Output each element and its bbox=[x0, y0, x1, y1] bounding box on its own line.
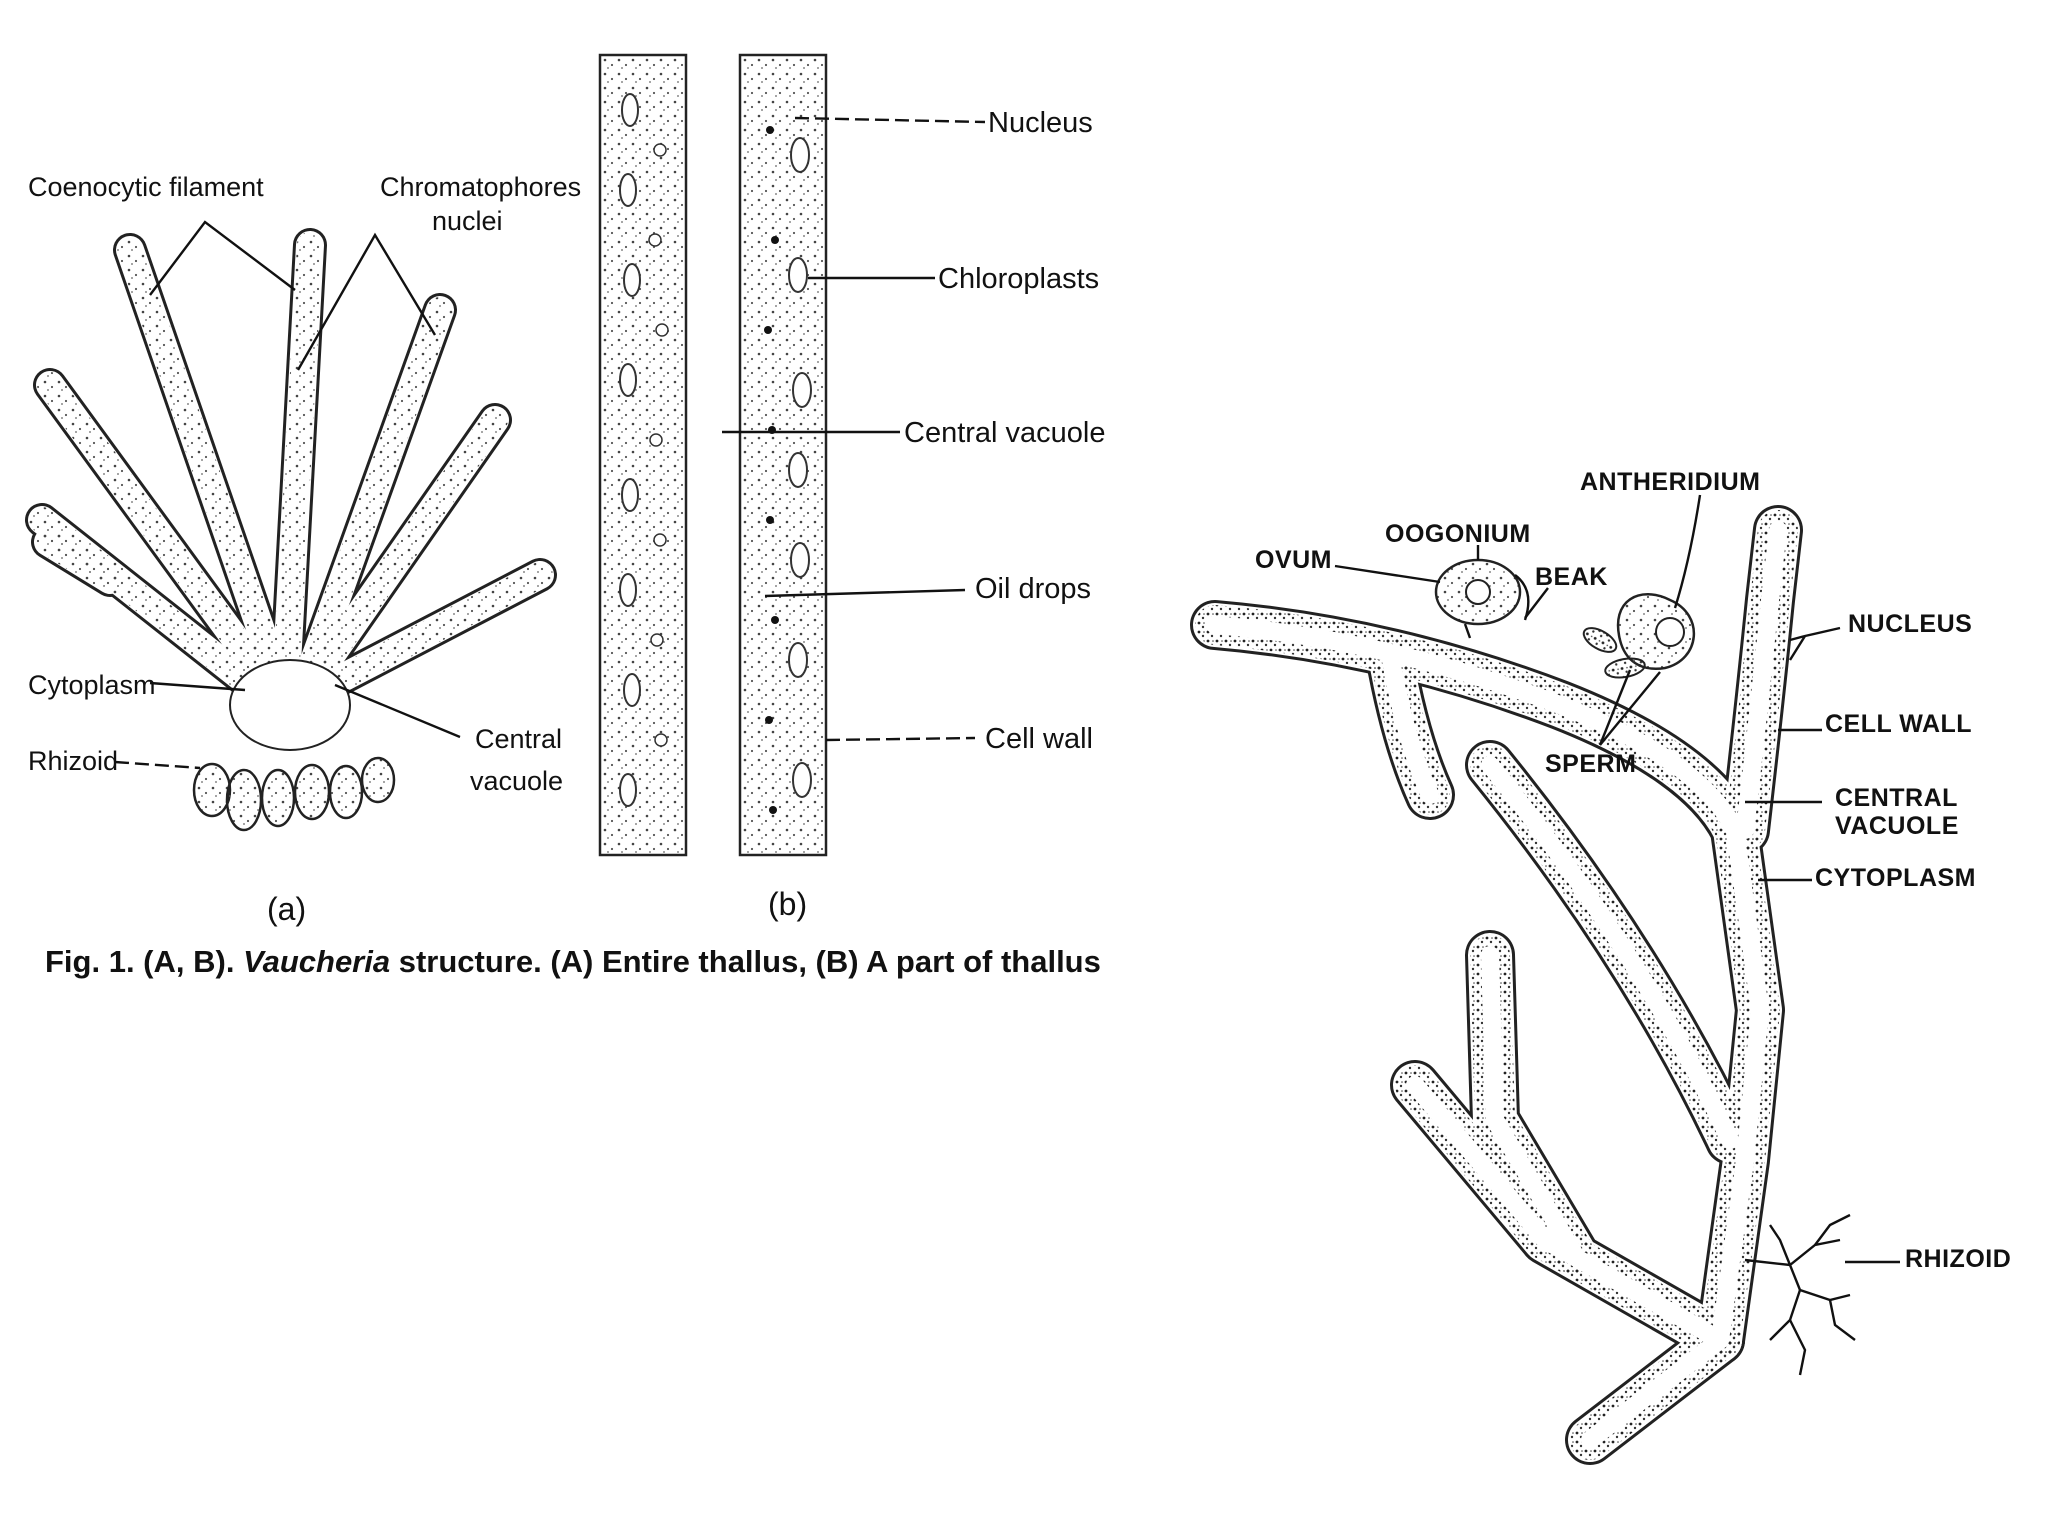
label-beak: BEAK bbox=[1535, 563, 1608, 591]
thallus-part-drawing: Nucleus Chloroplasts Central vacuole Oil… bbox=[600, 55, 1106, 922]
sublabel-a: (a) bbox=[267, 891, 306, 927]
label-cytoplasm: Cytoplasm bbox=[28, 670, 156, 700]
label-coenocytic-filament: Coenocytic filament bbox=[28, 172, 264, 202]
rhizoid-branches bbox=[1745, 1215, 1855, 1375]
caption-genus: Vaucheria bbox=[243, 944, 390, 979]
label-oil-drops: Oil drops bbox=[975, 573, 1091, 605]
label-nucleus-b: Nucleus bbox=[988, 107, 1093, 139]
label-cytoplasm-c: CYTOPLASM bbox=[1815, 864, 1976, 892]
filament-labels: Nucleus Chloroplasts Central vacuole Oil… bbox=[904, 107, 1106, 755]
label-cell-wall-c: CELL WALL bbox=[1825, 710, 1972, 738]
figure-caption: Fig. 1. (A, B). Vaucheria structure. (A)… bbox=[45, 944, 1101, 979]
oogonium-structure bbox=[1436, 560, 1528, 638]
rhizoid-lobes bbox=[194, 758, 394, 830]
label-oogonium: OOGONIUM bbox=[1385, 520, 1531, 548]
reproductive-filament-branches bbox=[1215, 530, 1778, 1440]
label-nucleus-c: NUCLEUS bbox=[1848, 610, 1972, 638]
label-rhizoid: Rhizoid bbox=[28, 746, 118, 776]
label-vacuole-c: VACUOLE bbox=[1835, 812, 1959, 840]
thallus-drawing: Coenocytic filament Chromatophores nucle… bbox=[28, 172, 581, 927]
label-central-c: CENTRAL bbox=[1835, 784, 1958, 812]
label-nuclei: nuclei bbox=[432, 206, 503, 236]
label-ovum: OVUM bbox=[1255, 546, 1332, 574]
filament-strip-left bbox=[600, 55, 686, 855]
label-central: Central bbox=[475, 724, 562, 754]
label-sperm: SPERM bbox=[1545, 750, 1636, 778]
label-vacuole: vacuole bbox=[470, 766, 563, 796]
reproductive-labels: ANTHERIDIUM OOGONIUM OVUM BEAK NUCLEUS C… bbox=[1255, 468, 2011, 1273]
filament-strip-right bbox=[740, 55, 826, 855]
label-central-vacuole-b: Central vacuole bbox=[904, 417, 1106, 449]
reproductive-thallus-drawing: ANTHERIDIUM OOGONIUM OVUM BEAK NUCLEUS C… bbox=[1215, 468, 2011, 1440]
label-antheridium: ANTHERIDIUM bbox=[1580, 468, 1761, 496]
sublabel-b: (b) bbox=[768, 886, 807, 922]
label-rhizoid-c: RHIZOID bbox=[1905, 1245, 2011, 1273]
label-chloroplasts: Chloroplasts bbox=[938, 263, 1099, 295]
label-chromatophores: Chromatophores bbox=[380, 172, 581, 202]
label-cell-wall-b: Cell wall bbox=[985, 723, 1093, 755]
